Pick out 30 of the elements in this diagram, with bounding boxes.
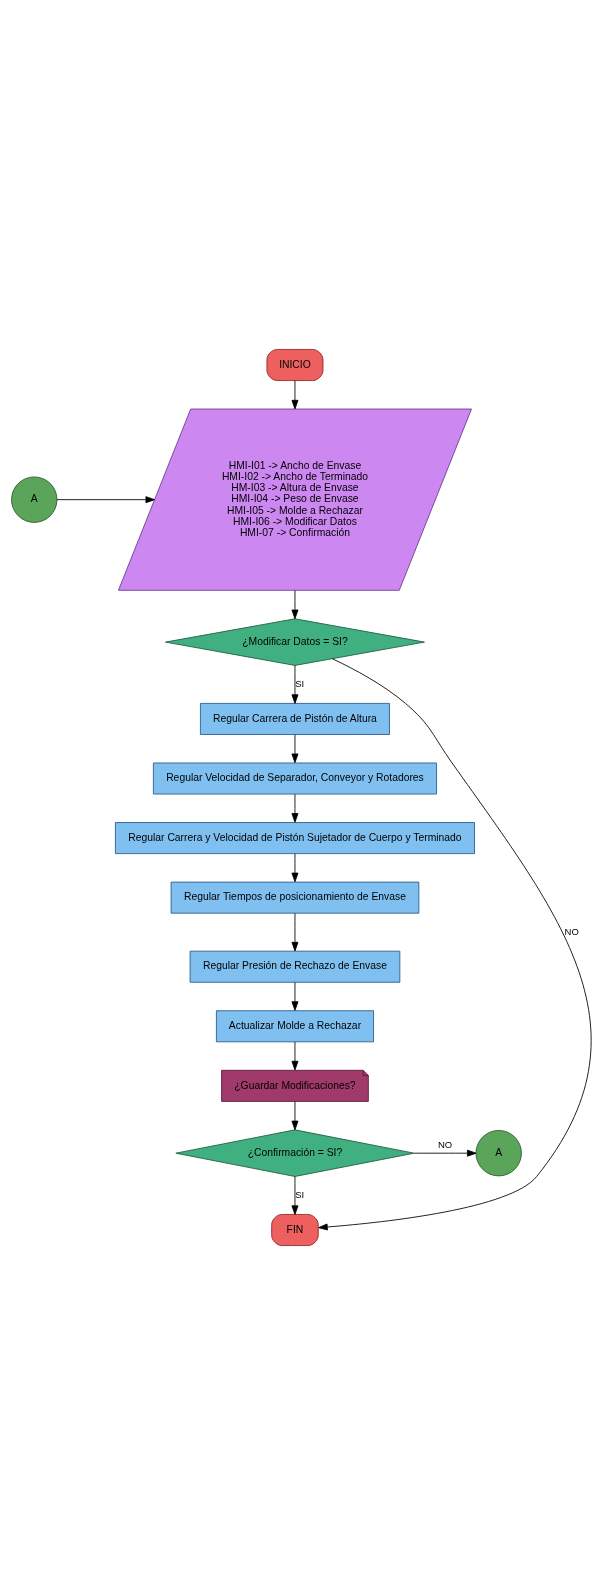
arrow xyxy=(318,658,592,1231)
arrow xyxy=(291,1041,299,1071)
node-diamond: ¿Modificar Datos = SI? xyxy=(165,618,425,666)
node-box: Regular Carrera y Velocidad de Pistón Sujetador de Cuerpo y Terminado xyxy=(114,822,475,855)
arrow xyxy=(291,1176,299,1215)
arrow xyxy=(291,734,299,764)
arrow xyxy=(291,982,299,1011)
edge-label: NO xyxy=(437,1138,453,1150)
arrow xyxy=(56,496,155,504)
arrow xyxy=(291,665,299,704)
node-box: Regular Presión de Rechazo de Envase xyxy=(189,950,401,983)
arrow xyxy=(291,590,299,620)
arrow xyxy=(413,1149,477,1157)
node-box: Regular Tiempos de posicionamiento de Envase xyxy=(170,881,420,914)
arrow xyxy=(291,793,299,823)
node-circle: A xyxy=(11,476,58,523)
node-box: Regular Velocidad de Separador, Conveyor y Rotadores xyxy=(152,762,437,795)
node-box: Regular Carrera de Pistón de Altura xyxy=(200,702,390,735)
node-box: Actualizar Molde a Rechazar xyxy=(216,1010,374,1043)
edge-label: SI xyxy=(295,1188,305,1200)
arrow xyxy=(291,853,299,883)
edge-label: SI xyxy=(295,677,305,689)
edge-label: NO xyxy=(564,925,579,937)
node-diamond: ¿Confirmación = SI? xyxy=(175,1129,415,1177)
arrow xyxy=(291,1101,299,1131)
node-circle: A xyxy=(475,1130,522,1177)
arrow xyxy=(291,380,299,410)
node-box: INICIO xyxy=(266,349,324,381)
arrow xyxy=(291,913,299,952)
node-box: FIN xyxy=(271,1214,319,1246)
